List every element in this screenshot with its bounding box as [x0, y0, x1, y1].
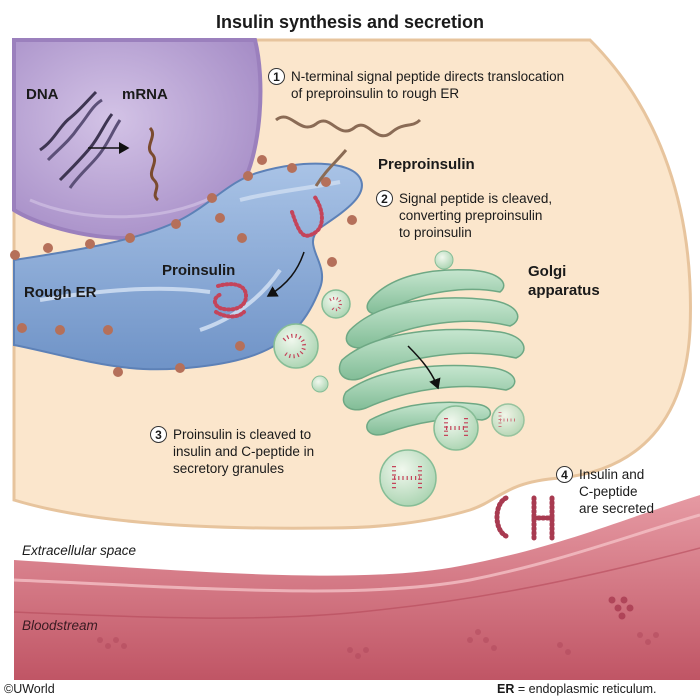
golgi-label: Golgi apparatus: [528, 262, 600, 300]
preproinsulin-label: Preproinsulin: [378, 156, 475, 173]
diagram-title: Insulin synthesis and secretion: [215, 12, 485, 32]
step-2: 2 Signal peptide is cleaved, converting p…: [376, 190, 552, 241]
step-4-line1: Insulin and: [579, 467, 645, 482]
transport-vesicles: [273, 250, 454, 393]
golgi-label-line1: Golgi: [528, 263, 567, 280]
step-2-number: 2: [376, 190, 393, 207]
blood-vessel: [13, 495, 700, 680]
step-3-number: 3: [150, 426, 167, 443]
step-3-line1: Proinsulin is cleaved to: [173, 427, 312, 442]
abbreviation-note: ER = endoplasmic reticulum.: [497, 682, 656, 696]
step-2-line2: converting preproinsulin: [399, 208, 543, 223]
step-2-line3: to proinsulin: [399, 225, 472, 240]
step-3: 3 Proinsulin is cleaved to insulin and C-…: [150, 426, 314, 477]
rough-er: [10, 155, 363, 377]
step-1-line2: of preproinsulin to rough ER: [291, 86, 460, 101]
step-1-number: 1: [268, 68, 285, 85]
golgi-apparatus: [338, 268, 525, 436]
step-3-line3: secretory granules: [173, 461, 285, 476]
secreted-insulin: [494, 495, 555, 543]
golgi-label-line2: apparatus: [528, 282, 600, 299]
preproinsulin-strand: [275, 115, 422, 187]
extracellular-label: Extracellular space: [22, 543, 137, 558]
step-2-line1: Signal peptide is cleaved,: [399, 191, 553, 206]
step-1: 1 N-terminal signal peptide directs trans…: [268, 68, 564, 102]
step-4: 4 Insulin and C-peptide are secreted: [556, 466, 654, 517]
step-4-line3: are secreted: [579, 501, 655, 516]
dna-label: DNA: [26, 86, 59, 103]
secretory-granules: [379, 403, 525, 507]
process-arrows: [266, 251, 441, 390]
proinsulin-label: Proinsulin: [162, 262, 236, 279]
abbreviation-definition: = endoplasmic reticulum.: [514, 682, 657, 696]
copyright: ©UWorld: [4, 682, 55, 696]
mrna-label: mRNA: [122, 86, 168, 103]
step-4-number: 4: [556, 466, 573, 483]
mrna-strand: [147, 126, 160, 202]
bloodstream-label: Bloodstream: [22, 618, 98, 633]
abbreviation-term: ER: [497, 682, 515, 696]
step-3-line2: insulin and C-peptide in: [173, 444, 315, 459]
step-1-line1: N-terminal signal peptide directs transl…: [291, 69, 565, 84]
step-4-line2: C-peptide: [579, 484, 638, 499]
rough-er-label: Rough ER: [24, 284, 97, 301]
proinsulin-peptides: [213, 194, 324, 319]
